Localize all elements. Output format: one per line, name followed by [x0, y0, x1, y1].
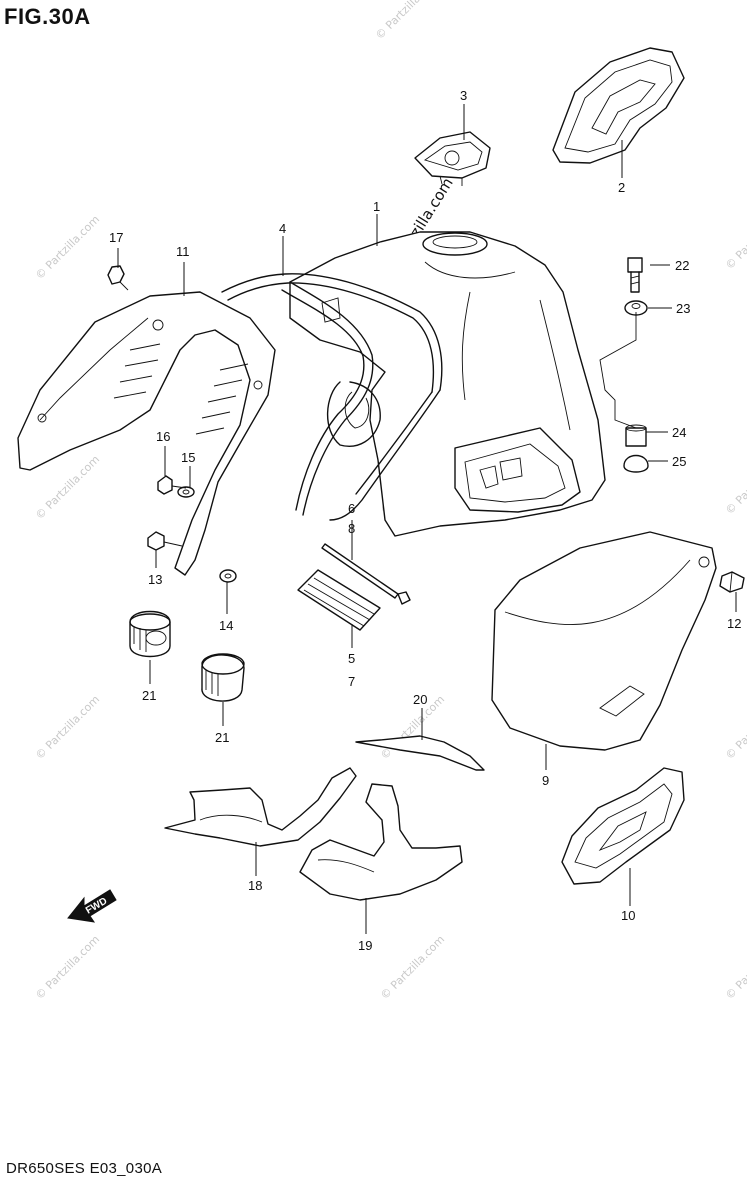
callout-11: 11	[176, 244, 190, 259]
watermark: © Partzilla.com	[33, 693, 102, 762]
part-16-screw	[157, 475, 187, 495]
leader-lines	[117, 104, 737, 934]
part-3-fuel-cock	[414, 131, 491, 186]
part-4-tank-frame	[221, 273, 443, 521]
part-20-strip	[355, 735, 485, 771]
part-14-washer	[219, 569, 237, 583]
callout-10: 10	[621, 908, 635, 923]
watermark: © Partzilla.com	[723, 933, 747, 1002]
callout-24: 24	[672, 425, 686, 440]
fwd-arrow-icon: FWD	[67, 889, 117, 923]
callout-numbers: 1 2 3 4 5 6 7 8 9 10 11 12 13 14 15 16 1…	[109, 88, 741, 953]
part-6-8-strap	[321, 543, 411, 605]
callout-17: 17	[109, 230, 123, 245]
callout-18: 18	[248, 878, 262, 893]
watermark: © Partzilla.com	[723, 203, 747, 272]
part-22-bolt	[627, 257, 643, 293]
watermark: © Partzilla.com	[373, 0, 442, 42]
callout-3: 3	[460, 88, 467, 103]
callout-5: 5	[348, 651, 355, 666]
callout-20: 20	[413, 692, 427, 707]
callout-21a: 21	[142, 688, 156, 703]
part-2-emblem	[552, 47, 685, 164]
part-21-cushion-b	[201, 653, 245, 702]
part-11-left-shroud	[17, 291, 276, 576]
part-15-washer	[177, 486, 195, 498]
callout-9: 9	[542, 773, 549, 788]
callout-23: 23	[676, 301, 690, 316]
watermark: © Partzilla.com	[723, 448, 747, 517]
callout-22: 22	[675, 258, 689, 273]
part-5-7-pad	[297, 569, 381, 631]
part-19-lower-shield	[299, 783, 463, 901]
callout-12: 12	[727, 616, 741, 631]
callout-4: 4	[279, 221, 286, 236]
part-10-emblem	[561, 767, 685, 885]
callout-14: 14	[219, 618, 233, 633]
fwd-label: FWD	[84, 896, 109, 917]
part-13-screw	[147, 531, 183, 551]
callout-7: 7	[348, 674, 355, 689]
part-9-right-shroud	[491, 531, 717, 751]
callout-8: 8	[348, 521, 355, 536]
part-24-collar	[625, 424, 647, 447]
watermark: © Partzilla.com	[33, 933, 102, 1002]
part-25-cushion	[623, 454, 649, 473]
callout-6: 6	[348, 501, 355, 516]
watermark: © Partzilla.com	[723, 693, 747, 762]
callout-15: 15	[181, 450, 195, 465]
watermark: © Partzilla.com	[378, 933, 447, 1002]
part-21-cushion-a	[129, 610, 171, 658]
part-17-clip	[107, 265, 129, 291]
callout-13: 13	[148, 572, 162, 587]
hardware-leader	[599, 312, 637, 429]
part-12-bolt	[719, 571, 745, 593]
callout-19: 19	[358, 938, 372, 953]
watermark: © Partzilla.com	[33, 213, 102, 282]
callout-21b: 21	[215, 730, 229, 745]
callout-1: 1	[373, 199, 380, 214]
callout-2: 2	[618, 180, 625, 195]
callout-25: 25	[672, 454, 686, 469]
callout-16: 16	[156, 429, 170, 444]
part-1-fuel-tank	[289, 231, 606, 537]
figure-title: FIG.30A	[4, 4, 91, 29]
figure-code: DR650SES E03_030A	[6, 1160, 163, 1177]
part-18-lower-cover	[164, 767, 357, 847]
